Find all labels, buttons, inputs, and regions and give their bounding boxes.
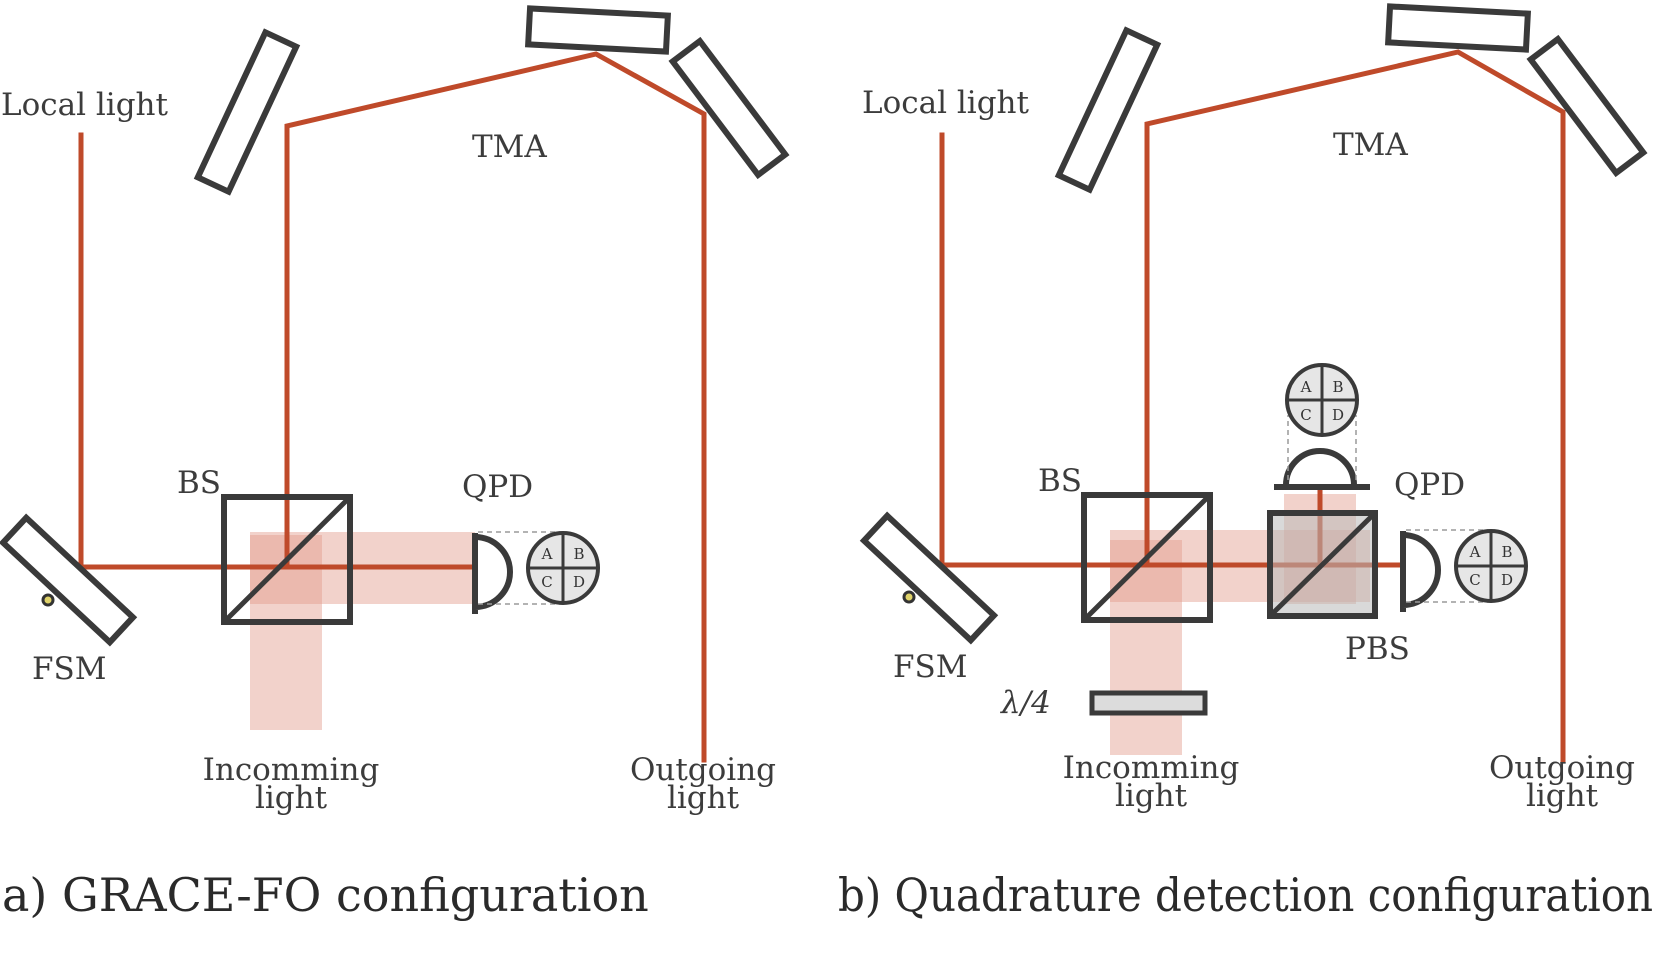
- quadrant-b-a: A: [1469, 543, 1481, 561]
- outgoing-label-1: Outgoing: [630, 752, 776, 788]
- quarter-wave-plate: [1089, 690, 1208, 716]
- quadrant-a: A: [541, 545, 553, 563]
- tma-beam: [284, 51, 707, 763]
- fsm-mirror: [0, 513, 138, 647]
- tma-mirror-right-b: [1526, 34, 1648, 178]
- beam-splitter: [221, 494, 353, 625]
- fsm-actuator-icon-b: [902, 590, 916, 604]
- quadrant-top-c: C: [1300, 406, 1311, 424]
- tma-label-b: TMA: [1333, 127, 1408, 163]
- fsm-actuator-icon: [41, 593, 55, 607]
- incoming-label-1: Incomming: [203, 752, 380, 788]
- beam-splitter-diagonal: [222, 495, 352, 624]
- quadrant-top-a: A: [1300, 378, 1312, 396]
- outgoing-label-1-b: Outgoing: [1489, 750, 1635, 786]
- beam-splitter-b: [1081, 492, 1213, 623]
- qpd-quadrant-icon: A B C D: [526, 531, 600, 605]
- incoming-label-2-b: light: [1115, 778, 1188, 814]
- tma-label: TMA: [472, 129, 547, 165]
- incoming-label-2: light: [255, 780, 328, 816]
- bs-label-b: BS: [1038, 463, 1082, 499]
- quadrant-c: C: [541, 573, 552, 591]
- quadrant-b-c: C: [1469, 571, 1480, 589]
- qpd-label-b: QPD: [1394, 467, 1465, 503]
- qpd-top-quadrant-icon: A B C D: [1285, 363, 1359, 437]
- quadrant-b-d: D: [1501, 571, 1513, 589]
- quadrant-d: D: [573, 573, 585, 591]
- tma-beam-b: [1144, 49, 1566, 763]
- qpd-quadrant-icon-b: A B C D: [1454, 529, 1528, 603]
- outgoing-label-2-b: light: [1526, 778, 1599, 814]
- tma-mirror-top: [524, 5, 672, 55]
- tma-mirror-left: [193, 28, 301, 196]
- quadrant-top-d: D: [1332, 406, 1344, 424]
- caption-b: b) Quadrature detection configuration: [838, 868, 1653, 922]
- local-light-label: Local light: [1, 87, 169, 123]
- fsm-label-b: FSM: [893, 649, 968, 685]
- wave-plate-label: λ/4: [999, 685, 1051, 721]
- tma-mirror-left-b: [1054, 26, 1162, 194]
- local-light-beam: [78, 132, 476, 570]
- pbs-diagonal: [1268, 511, 1377, 618]
- quadrant-b: B: [573, 545, 584, 563]
- qpd-detector-b: [1400, 531, 1441, 612]
- fsm-label: FSM: [32, 651, 107, 687]
- panel-a: A B C D Local light TMA BS QPD FSM Incom…: [0, 5, 790, 922]
- local-light-label-b: Local light: [862, 85, 1030, 121]
- panel-b: A B C D A B C D Local light TMA BS QPD P…: [838, 3, 1653, 922]
- quadrant-top-b: B: [1332, 378, 1343, 396]
- tma-mirror-right: [668, 36, 790, 180]
- outgoing-label-2: light: [667, 780, 740, 816]
- tma-mirror-top-b: [1384, 3, 1532, 53]
- quadrant-b-b: B: [1501, 543, 1512, 561]
- incoming-label-1-b: Incomming: [1063, 750, 1240, 786]
- caption-a: a) GRACE-FO configuration: [2, 868, 649, 922]
- qpd-detector-top: [1274, 448, 1370, 490]
- qpd-label: QPD: [462, 469, 533, 505]
- bs-label: BS: [177, 465, 221, 501]
- qpd-detector: [472, 533, 513, 614]
- beam-splitter-diagonal-b: [1082, 493, 1212, 622]
- pbs-label: PBS: [1345, 631, 1410, 667]
- incoming-wide-beam-b: [1110, 540, 1182, 755]
- fsm-mirror-b: [859, 511, 999, 645]
- polarizing-beam-splitter: [1267, 510, 1378, 619]
